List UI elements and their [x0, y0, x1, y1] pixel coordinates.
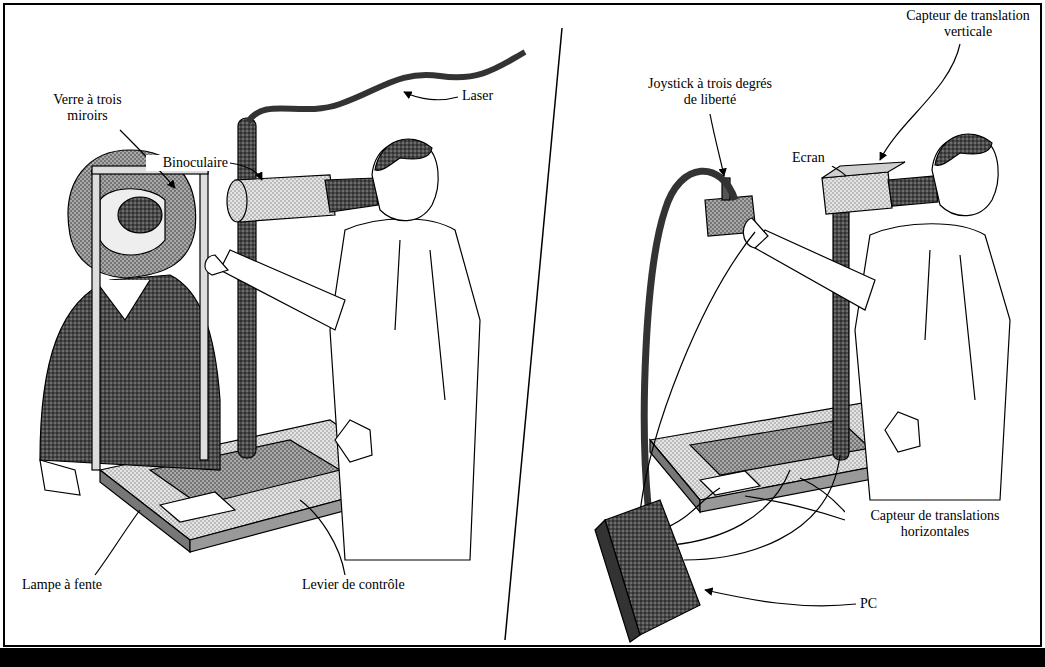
simulator-scene: [644, 171, 735, 505]
slit-lamp-scene: [160, 492, 235, 522]
simulator-scene: [822, 172, 892, 214]
part-label: Levier de contrôle: [300, 577, 450, 593]
slit-lamp-scene: [200, 170, 208, 460]
simulator-scene: [755, 230, 875, 310]
leader-line: [800, 478, 845, 512]
leader-line: [95, 510, 140, 575]
leader-line: [880, 44, 960, 160]
slit-lamp-scene: [95, 280, 150, 320]
slit-lamp-scene: [40, 275, 220, 470]
slit-lamp-scene: [335, 420, 372, 462]
simulator-scene: [672, 470, 790, 545]
simulator-scene: [595, 134, 1010, 642]
simulator-scene: [935, 134, 992, 165]
slit-lamp-scene: [92, 170, 100, 470]
leader-line: [745, 496, 845, 520]
simulator-scene: [743, 218, 768, 248]
part-label: Laser: [460, 88, 520, 104]
leader-line: [832, 166, 846, 176]
frame: [505, 28, 562, 640]
slit-lamp-scene: [118, 197, 162, 233]
simulator-scene: [684, 455, 840, 560]
part-label: Capteur de translations horizontales: [845, 508, 1025, 540]
part-label: Verre à trois miroirs: [40, 92, 135, 124]
slit-lamp-scene: [375, 139, 432, 170]
part-label: Capteur de translation verticale: [900, 8, 1036, 40]
slit-lamp-scene: [395, 240, 445, 400]
leader-line: [230, 163, 262, 180]
simulator-scene: [888, 176, 938, 206]
part-label: Lampe à fente: [20, 577, 140, 593]
leader-line: [95, 44, 960, 606]
part-label: PC: [858, 596, 898, 612]
part-label: Ecran: [790, 150, 838, 166]
simulator-scene: [595, 520, 640, 642]
leader-line: [710, 114, 724, 176]
slit-lamp-scene: [40, 52, 525, 560]
simulator-scene: [885, 412, 920, 452]
leader-line: [300, 500, 345, 575]
leader-line: [404, 92, 458, 100]
slit-lamp-scene: [100, 189, 165, 255]
slit-lamp-scene: [220, 250, 345, 330]
part-label: Binoculaire: [146, 155, 230, 171]
frame: [4, 4, 1041, 646]
slit-lamp-scene: [325, 178, 378, 212]
simulator-scene: [700, 471, 760, 495]
slit-lamp-scene: [227, 180, 247, 222]
leader-line: [705, 590, 856, 606]
part-label: Joystick à trois degrés de liberté: [640, 76, 780, 108]
slit-lamp-scene: [205, 255, 228, 275]
slit-lamp-scene: [330, 219, 480, 560]
simulator-scene: [640, 232, 755, 512]
simulator-scene: [855, 224, 1010, 500]
frame: [0, 648, 1045, 667]
slit-lamp-scene: [248, 52, 525, 122]
frame: [0, 4, 1045, 667]
simulator-scene: [925, 250, 975, 400]
slit-lamp-scene: [40, 460, 80, 495]
slit-lamp-scene: [235, 175, 335, 222]
